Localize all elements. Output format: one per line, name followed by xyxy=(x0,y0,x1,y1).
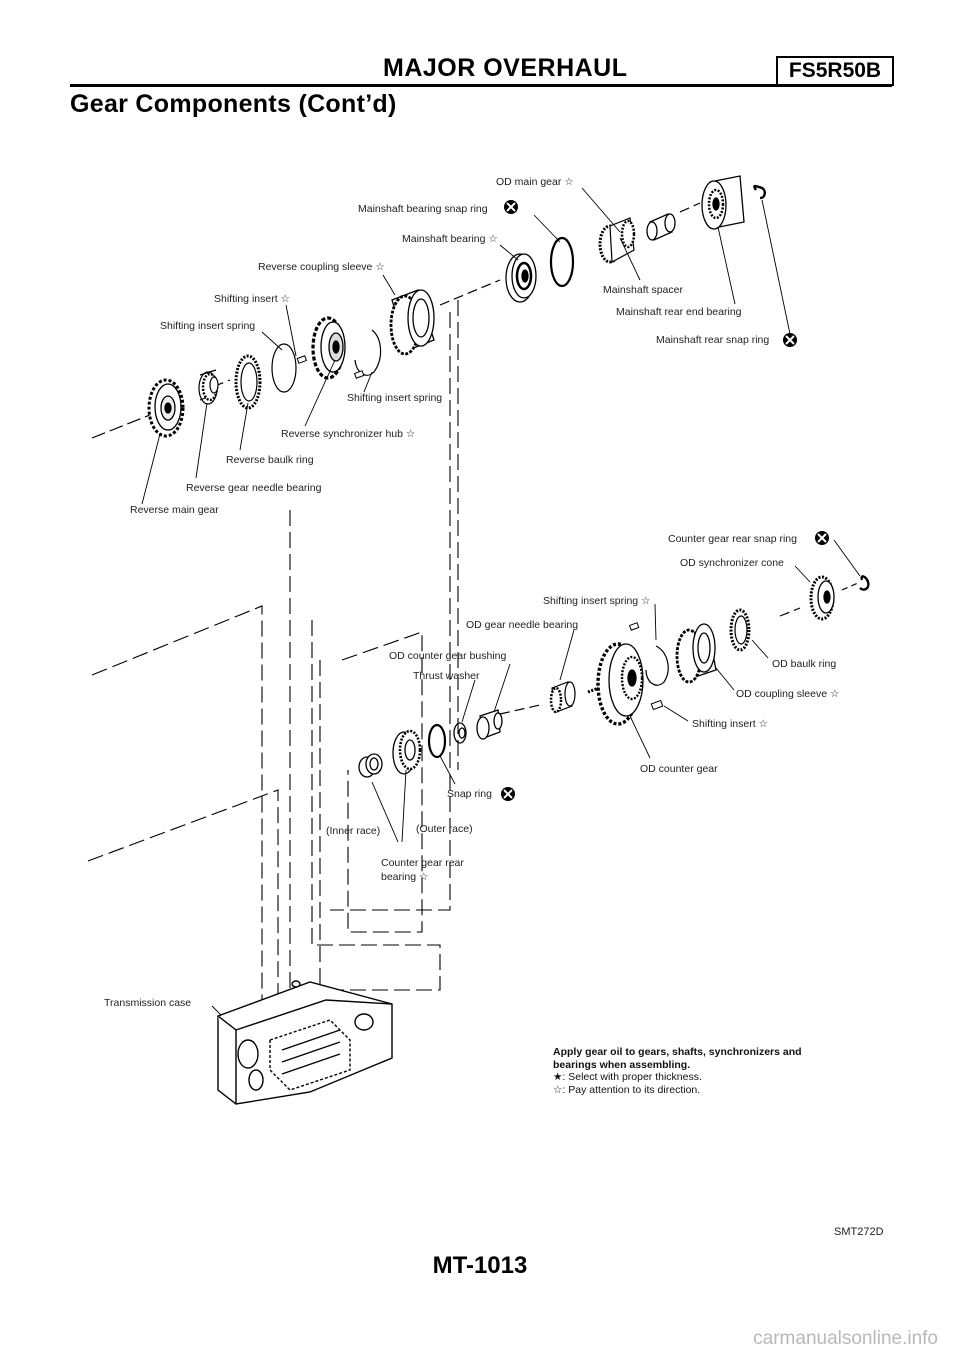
outer-race-part xyxy=(392,729,422,775)
note-line-2: bearings when assembling. xyxy=(553,1058,691,1071)
label-outer-race: (Outer race) xyxy=(416,823,473,835)
label-thrust-washer: Thrust washer xyxy=(413,670,480,682)
label-mainshaft-spacer: Mainshaft spacer xyxy=(603,284,683,296)
label-shifting-insert-spring-top-right: Shifting insert spring xyxy=(347,392,442,404)
reverse-main-gear-part xyxy=(147,378,185,438)
label-insert-spring-lower: Shifting insert spring ☆ xyxy=(543,595,651,607)
reverse-baulk-ring-part xyxy=(234,354,262,410)
mainshaft-rear-snap-ring-part xyxy=(753,184,766,200)
label-mainshaft-rear-snap-ring: Mainshaft rear snap ring xyxy=(656,334,769,346)
label-reverse-sync-hub: Reverse synchronizer hub ☆ xyxy=(281,428,416,440)
od-needle-bearing-part xyxy=(549,681,576,714)
mainshaft-rear-bearing-part xyxy=(701,175,745,230)
label-reverse-coupling-sleeve: Reverse coupling sleeve ☆ xyxy=(258,261,385,273)
snap-ring-part xyxy=(427,723,447,759)
reverse-sync-hub-part xyxy=(311,316,346,380)
insert-spring-left-part xyxy=(271,343,297,393)
label-od-bushing: OD counter gear bushing xyxy=(389,650,506,662)
label-shifting-insert-top: Shifting insert ☆ xyxy=(214,293,291,305)
mainshaft-spacer-part xyxy=(646,213,676,241)
legend-direction: : Pay attention to its direction. xyxy=(562,1083,701,1096)
assembly-note: Apply gear oil to gears, shafts, synchro… xyxy=(553,1046,802,1096)
label-reverse-needle-bearing: Reverse gear needle bearing xyxy=(186,482,322,494)
reverse-coupling-sleeve-part xyxy=(389,289,435,356)
page-number: MT-1013 xyxy=(432,1252,528,1279)
od-main-gear-part xyxy=(598,217,636,264)
od-coupling-sleeve-part xyxy=(675,623,717,684)
label-shifting-insert-lower: Shifting insert ☆ xyxy=(692,718,769,730)
label-od-counter-gear: OD counter gear xyxy=(640,763,718,775)
label-mainshaft-snap-ring: Mainshaft bearing snap ring xyxy=(358,203,488,215)
label-od-needle-bearing: OD gear needle bearing xyxy=(466,619,578,631)
figure-id: SMT272D xyxy=(834,1226,884,1238)
insert-spring-right-part xyxy=(354,329,382,376)
label-shifting-insert-spring-top-left: Shifting insert spring xyxy=(160,320,255,332)
label-snap-ring: Snap ring xyxy=(447,788,492,800)
label-reverse-main-gear: Reverse main gear xyxy=(130,504,219,516)
mainshaft-snap-ring-part xyxy=(549,236,575,288)
label-mainshaft-rear-bearing: Mainshaft rear end bearing xyxy=(616,306,742,318)
header-rule xyxy=(70,84,892,87)
insert-spring-lower-part xyxy=(645,645,669,686)
page-subtitle: Gear Components (Cont’d) xyxy=(70,90,397,118)
od-bushing-part xyxy=(476,709,503,740)
thrust-washer-part xyxy=(453,722,467,744)
thickness-star-icon: ★ xyxy=(553,1071,563,1083)
mainshaft-bearing-part xyxy=(505,253,537,303)
od-baulk-ring-part xyxy=(729,608,751,652)
counter-rear-snap-ring-part xyxy=(859,575,870,591)
label-mainshaft-bearing: Mainshaft bearing ☆ xyxy=(402,233,498,245)
inner-race-part xyxy=(358,753,383,778)
od-counter-gear-part xyxy=(596,642,644,726)
reverse-needle-bearing-part xyxy=(198,369,219,405)
watermark: carmanualsonline.info xyxy=(753,1328,938,1349)
label-inner-race: (Inner race) xyxy=(326,825,380,837)
od-sync-cone-part xyxy=(809,575,835,621)
section-title: MAJOR OVERHAUL xyxy=(383,54,628,82)
label-counter-rear-bearing-1: Counter gear rear xyxy=(381,857,464,869)
label-counter-rear-bearing-2: bearing ☆ xyxy=(381,871,429,883)
legend-thickness: : Select with proper thickness. xyxy=(562,1071,702,1083)
note-line-1: Apply gear oil to gears, shafts, synchro… xyxy=(553,1046,802,1058)
label-od-sync-cone: OD synchronizer cone xyxy=(680,557,784,569)
label-od-main-gear: OD main gear ☆ xyxy=(496,176,574,188)
transmission-case-part xyxy=(217,980,393,1105)
label-transmission-case: Transmission case xyxy=(104,997,191,1009)
label-reverse-baulk-ring: Reverse baulk ring xyxy=(226,454,314,466)
direction-star-icon: ☆ xyxy=(553,1083,563,1096)
label-od-baulk-ring: OD baulk ring xyxy=(772,658,836,670)
label-od-coupling-sleeve: OD coupling sleeve ☆ xyxy=(736,688,840,700)
label-counter-rear-snap-ring: Counter gear rear snap ring xyxy=(668,533,797,545)
